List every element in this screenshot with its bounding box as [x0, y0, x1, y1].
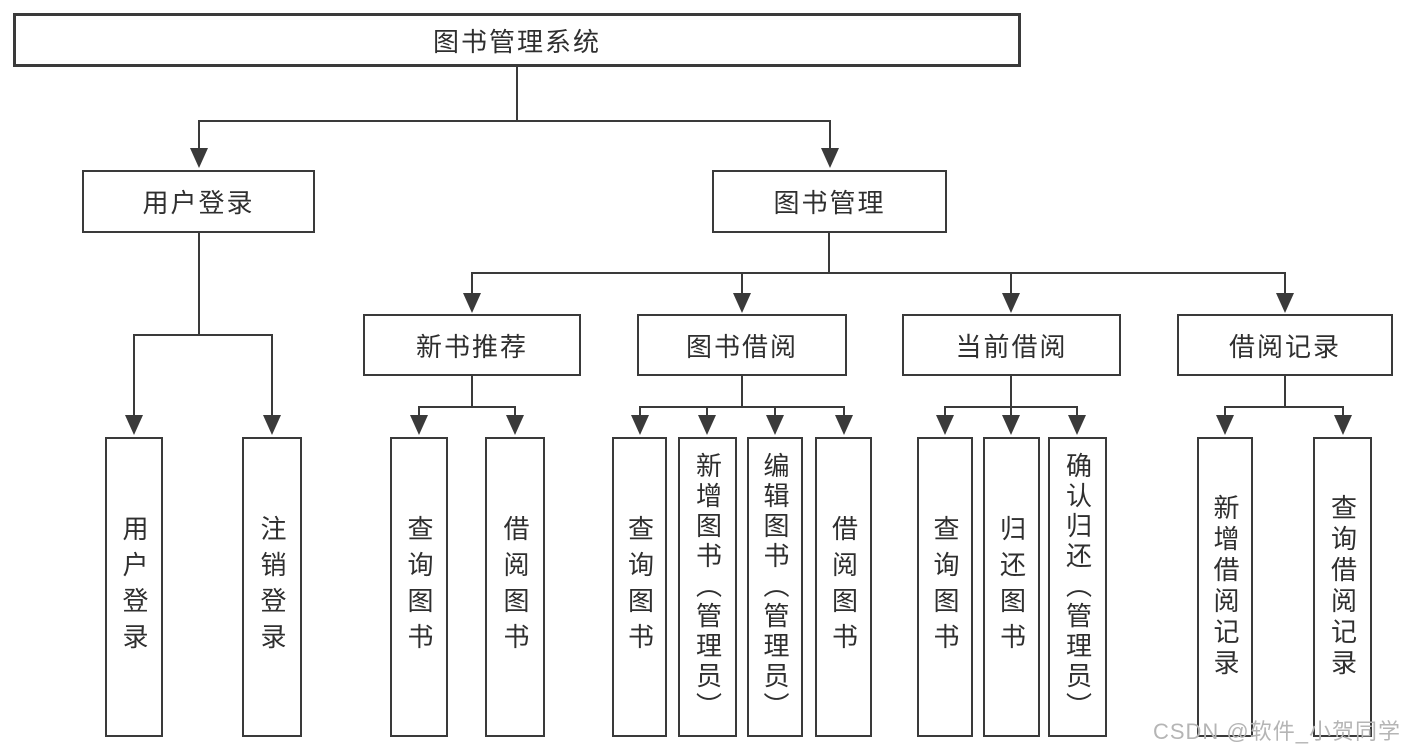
arrow-leaf-logout	[263, 415, 281, 435]
leaf-query-books-current: 查询图书	[917, 437, 973, 737]
node-label: 图书管理系统	[432, 26, 601, 57]
node-root: 图书管理系统	[13, 13, 1021, 67]
node-label: 编辑图书（管理员）	[760, 452, 790, 722]
arrow-g3-3	[766, 415, 784, 435]
watermark-text: CSDN @软件_小贺同学	[1152, 719, 1401, 744]
arrow-g3-4	[835, 415, 853, 435]
connector-userlogin-bus	[133, 334, 273, 336]
node-label: 注销登录	[257, 515, 287, 659]
connector-drop-current	[1010, 272, 1012, 294]
node-borrow-records: 借阅记录	[1177, 314, 1393, 376]
node-label: 图书管理	[773, 188, 886, 218]
node-label: 当前借阅	[955, 331, 1068, 362]
arrow-g4-2	[1002, 415, 1020, 435]
connector-root-stem	[516, 67, 518, 120]
node-label: 确认归还（管理员）	[1062, 452, 1093, 722]
node-label: 用户登录	[119, 515, 149, 659]
connector-drop-g5-1	[1224, 406, 1226, 416]
node-new-book-recommend: 新书推荐	[363, 314, 581, 376]
leaf-query-books-recommend: 查询图书	[390, 437, 448, 737]
arrow-g2-2	[506, 415, 524, 435]
arrow-records	[1276, 293, 1294, 313]
connector-level2-bus	[198, 120, 831, 122]
connector-recommend-stem	[471, 376, 473, 406]
connector-drop-leaf-login	[133, 334, 135, 415]
arrow-current	[1002, 293, 1020, 313]
node-label: 借阅记录	[1228, 331, 1341, 362]
connector-userlogin-stem	[198, 233, 200, 334]
connector-drop-records	[1284, 272, 1286, 294]
arrow-book-management	[821, 148, 839, 168]
leaf-add-borrow-record: 新增借阅记录	[1197, 437, 1253, 737]
node-current-borrow: 当前借阅	[902, 314, 1121, 376]
leaf-confirm-return-admin: 确认归还（管理员）	[1048, 437, 1107, 737]
connector-borrow-stem	[741, 376, 743, 406]
leaf-add-book-admin: 新增图书（管理员）	[678, 437, 737, 737]
node-label: 查询图书	[930, 515, 960, 659]
node-label: 查询图书	[404, 515, 434, 659]
connector-drop-g4-1	[944, 406, 946, 416]
node-label: 新增图书（管理员）	[692, 452, 723, 722]
arrow-g4-3	[1068, 415, 1086, 435]
connector-level3-bus	[471, 272, 1286, 274]
node-book-management: 图书管理	[712, 170, 947, 233]
connector-drop-g3-1	[639, 406, 641, 416]
node-label: 查询图书	[624, 515, 655, 659]
node-label: 查询借阅记录	[1327, 494, 1358, 680]
node-label: 归还图书	[996, 515, 1027, 659]
arrow-g5-2	[1334, 415, 1352, 435]
connector-records-bus	[1224, 406, 1344, 408]
node-user-login: 用户登录	[82, 170, 315, 233]
connector-recommend-bus	[418, 406, 516, 408]
connector-records-stem	[1284, 376, 1286, 406]
node-label: 借阅图书	[828, 515, 859, 659]
arrow-g4-1	[936, 415, 954, 435]
connector-drop-g4-3	[1076, 406, 1078, 416]
arrow-g3-2	[698, 415, 716, 435]
node-label: 借阅图书	[500, 515, 530, 659]
connector-drop-g4-2	[1010, 406, 1012, 416]
connector-drop-leaf-logout	[271, 334, 273, 415]
arrow-g5-1	[1216, 415, 1234, 435]
leaf-return-book: 归还图书	[983, 437, 1040, 737]
arrow-g3-1	[631, 415, 649, 435]
node-label: 用户登录	[142, 188, 255, 218]
connector-drop-g2-2	[514, 406, 516, 416]
connector-drop-g3-4	[843, 406, 845, 416]
leaf-logout: 注销登录	[242, 437, 302, 737]
node-label: 新增借阅记录	[1210, 494, 1240, 680]
connector-drop-g3-3	[774, 406, 776, 416]
connector-current-stem	[1010, 376, 1012, 406]
leaf-borrow-books-recommend: 借阅图书	[485, 437, 545, 737]
leaf-query-borrow-record: 查询借阅记录	[1313, 437, 1372, 737]
leaf-query-books-borrow: 查询图书	[612, 437, 667, 737]
connector-drop-book-management	[829, 120, 831, 150]
connector-drop-recommend	[471, 272, 473, 294]
node-label: 新书推荐	[415, 331, 528, 362]
arrow-leaf-login	[125, 415, 143, 435]
arrow-user-login	[190, 148, 208, 168]
connector-borrow-bus	[639, 406, 845, 408]
connector-drop-g5-2	[1342, 406, 1344, 416]
connector-drop-g2-1	[418, 406, 420, 416]
arrow-recommend	[463, 293, 481, 313]
leaf-user-login: 用户登录	[105, 437, 163, 737]
connector-drop-g3-2	[706, 406, 708, 416]
node-book-borrow: 图书借阅	[637, 314, 847, 376]
connector-drop-borrow	[741, 272, 743, 294]
leaf-borrow-books: 借阅图书	[815, 437, 872, 737]
connector-bookmgmt-stem	[828, 233, 830, 272]
leaf-edit-book-admin: 编辑图书（管理员）	[747, 437, 803, 737]
connector-drop-user-login	[198, 120, 200, 150]
arrow-g2-1	[410, 415, 428, 435]
arrow-borrow	[733, 293, 751, 313]
node-label: 图书借阅	[685, 331, 798, 362]
